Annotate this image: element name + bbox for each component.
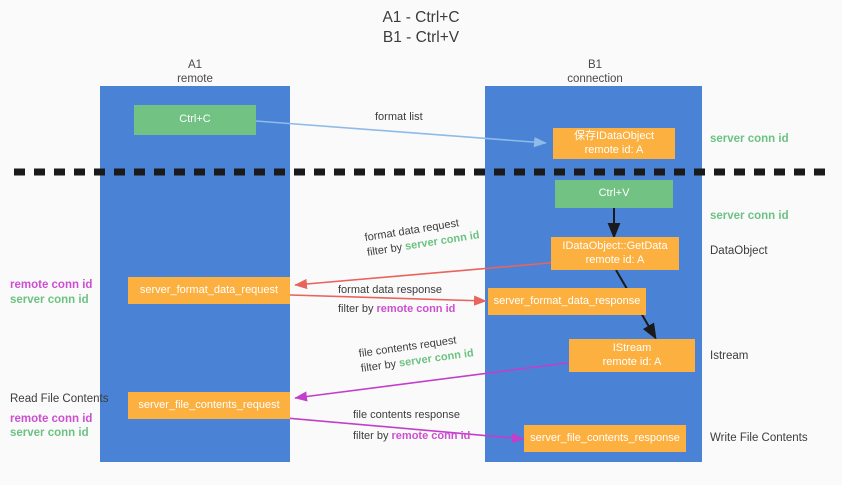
node-server-file-contents-response-label: server_file_contents_response	[530, 431, 680, 444]
node-save-idataobject[interactable]: 保存IDataObject remote id: A	[553, 128, 675, 159]
format-data-response-filter-value: remote conn id	[376, 303, 456, 315]
node-ctrl-v-label: Ctrl+V	[598, 187, 630, 200]
right-label-dataobject: DataObject	[710, 245, 768, 257]
edge-label-format-data-response: format data response filter by remote co…	[338, 283, 455, 317]
edge-file-contents-request	[294, 361, 575, 402]
column-b1-name: B1	[587, 59, 603, 71]
node-getdata-line1: IDataObject::GetData	[562, 240, 668, 252]
node-server-format-data-response[interactable]: server_format_data_response	[488, 288, 646, 315]
node-server-file-contents-request[interactable]: server_file_contents_request	[128, 392, 290, 419]
node-save-idataobject-line2: remote id: A	[584, 143, 644, 156]
file-contents-response-line2: filter by remote conn id	[353, 429, 470, 444]
node-server-format-data-request-label: server_format_data_request	[139, 283, 279, 296]
right-label-server-conn-id-1: server conn id	[710, 133, 789, 145]
node-istream-line2: remote id: A	[602, 355, 662, 368]
node-server-file-contents-request-label: server_file_contents_request	[138, 398, 280, 411]
diagram-title: A1 - Ctrl+C B1 - Ctrl+V	[0, 8, 842, 48]
left-label-server-conn-id-1: server conn id	[10, 294, 89, 306]
node-save-idataobject-line1: 保存IDataObject	[573, 130, 655, 142]
node-getdata-line2: remote id: A	[585, 253, 645, 266]
edge-format-data-request	[294, 261, 561, 290]
column-a1-role: remote	[177, 73, 213, 85]
node-ctrl-v[interactable]: Ctrl+V	[555, 180, 673, 208]
edge-label-format-list: format list	[375, 110, 423, 125]
node-server-file-contents-response[interactable]: server_file_contents_response	[524, 425, 686, 452]
file-contents-response-filter-value: remote conn id	[391, 430, 471, 442]
node-istream[interactable]: IStream remote id: A	[569, 339, 695, 372]
left-label-remote-conn-id-2: remote conn id	[10, 413, 93, 425]
column-b1-role: connection	[567, 73, 623, 85]
format-data-response-line1: format data response	[338, 284, 442, 296]
file-contents-response-line1: file contents response	[353, 409, 461, 421]
edge-label-file-contents-response: file contents response filter by remote …	[353, 408, 470, 444]
format-data-response-filter-prefix: filter by	[338, 303, 377, 315]
node-idataobject-getdata[interactable]: IDataObject::GetData remote id: A	[551, 237, 679, 270]
edge-format-list	[255, 120, 547, 148]
title-line-1: A1 - Ctrl+C	[382, 9, 460, 26]
column-header-b1: B1 connection	[520, 58, 670, 86]
format-data-response-line2: filter by remote conn id	[338, 302, 455, 317]
edge-label-format-list-text: format list	[375, 111, 423, 123]
column-a1-name: A1	[187, 59, 203, 71]
node-server-format-data-request[interactable]: server_format_data_request	[128, 277, 290, 304]
node-ctrl-c-label: Ctrl+C	[179, 113, 211, 126]
node-istream-line1: IStream	[612, 342, 652, 354]
left-label-read-file-contents: Read File Contents	[10, 393, 109, 405]
node-server-format-data-response-label: server_format_data_response	[493, 294, 641, 307]
title-line-2: B1 - Ctrl+V	[382, 29, 460, 46]
right-label-server-conn-id-2: server conn id	[710, 210, 789, 222]
column-header-a1: A1 remote	[120, 58, 270, 86]
right-label-write-file-contents: Write File Contents	[710, 432, 808, 444]
right-label-istream: Istream	[710, 350, 749, 362]
left-label-server-conn-id-2: server conn id	[10, 427, 89, 439]
file-contents-request-filter-prefix: filter by	[360, 357, 400, 375]
file-contents-response-filter-prefix: filter by	[353, 430, 392, 442]
left-label-remote-conn-id-1: remote conn id	[10, 279, 93, 291]
node-ctrl-c[interactable]: Ctrl+C	[134, 105, 256, 135]
